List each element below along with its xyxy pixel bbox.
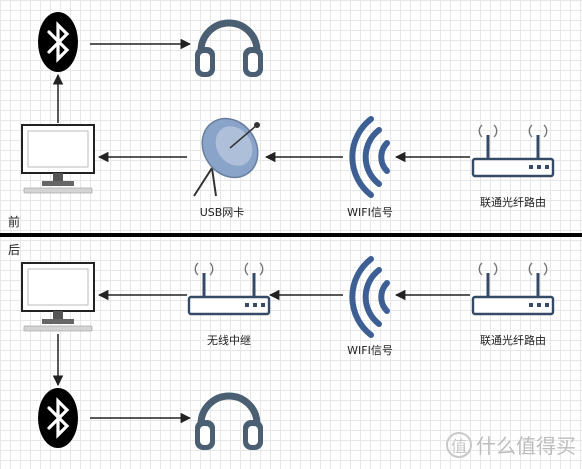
section-divider bbox=[0, 233, 582, 237]
wifi-signal-icon bbox=[352, 259, 387, 335]
usb-card-label: USB网卡 bbox=[199, 206, 245, 219]
router-icon bbox=[187, 261, 271, 316]
watermark: 值 什么值得买 bbox=[446, 430, 576, 459]
section-label-after: 后 bbox=[8, 243, 21, 257]
watermark-text: 什么值得买 bbox=[476, 434, 576, 458]
router-label: 联通光纤路由 bbox=[480, 334, 546, 347]
headphones-icon bbox=[195, 23, 263, 77]
wifi-signal-label: WIFI信号 bbox=[347, 206, 393, 219]
satellite-dish-icon bbox=[193, 117, 260, 197]
headphones-icon bbox=[195, 396, 263, 450]
computer-icon bbox=[21, 124, 95, 194]
repeater-label: 无线中继 bbox=[207, 334, 251, 347]
router-icon bbox=[471, 261, 555, 316]
section-label-before: 前 bbox=[8, 215, 21, 229]
bluetooth-icon bbox=[36, 386, 80, 450]
router-icon bbox=[471, 123, 555, 178]
wifi-signal-icon bbox=[352, 119, 387, 195]
router-label: 联通光纤路由 bbox=[480, 196, 546, 209]
computer-icon bbox=[21, 262, 95, 332]
wifi-signal-label: WIFI信号 bbox=[347, 344, 393, 357]
watermark-badge: 值 bbox=[446, 431, 472, 458]
bluetooth-icon bbox=[36, 10, 80, 74]
